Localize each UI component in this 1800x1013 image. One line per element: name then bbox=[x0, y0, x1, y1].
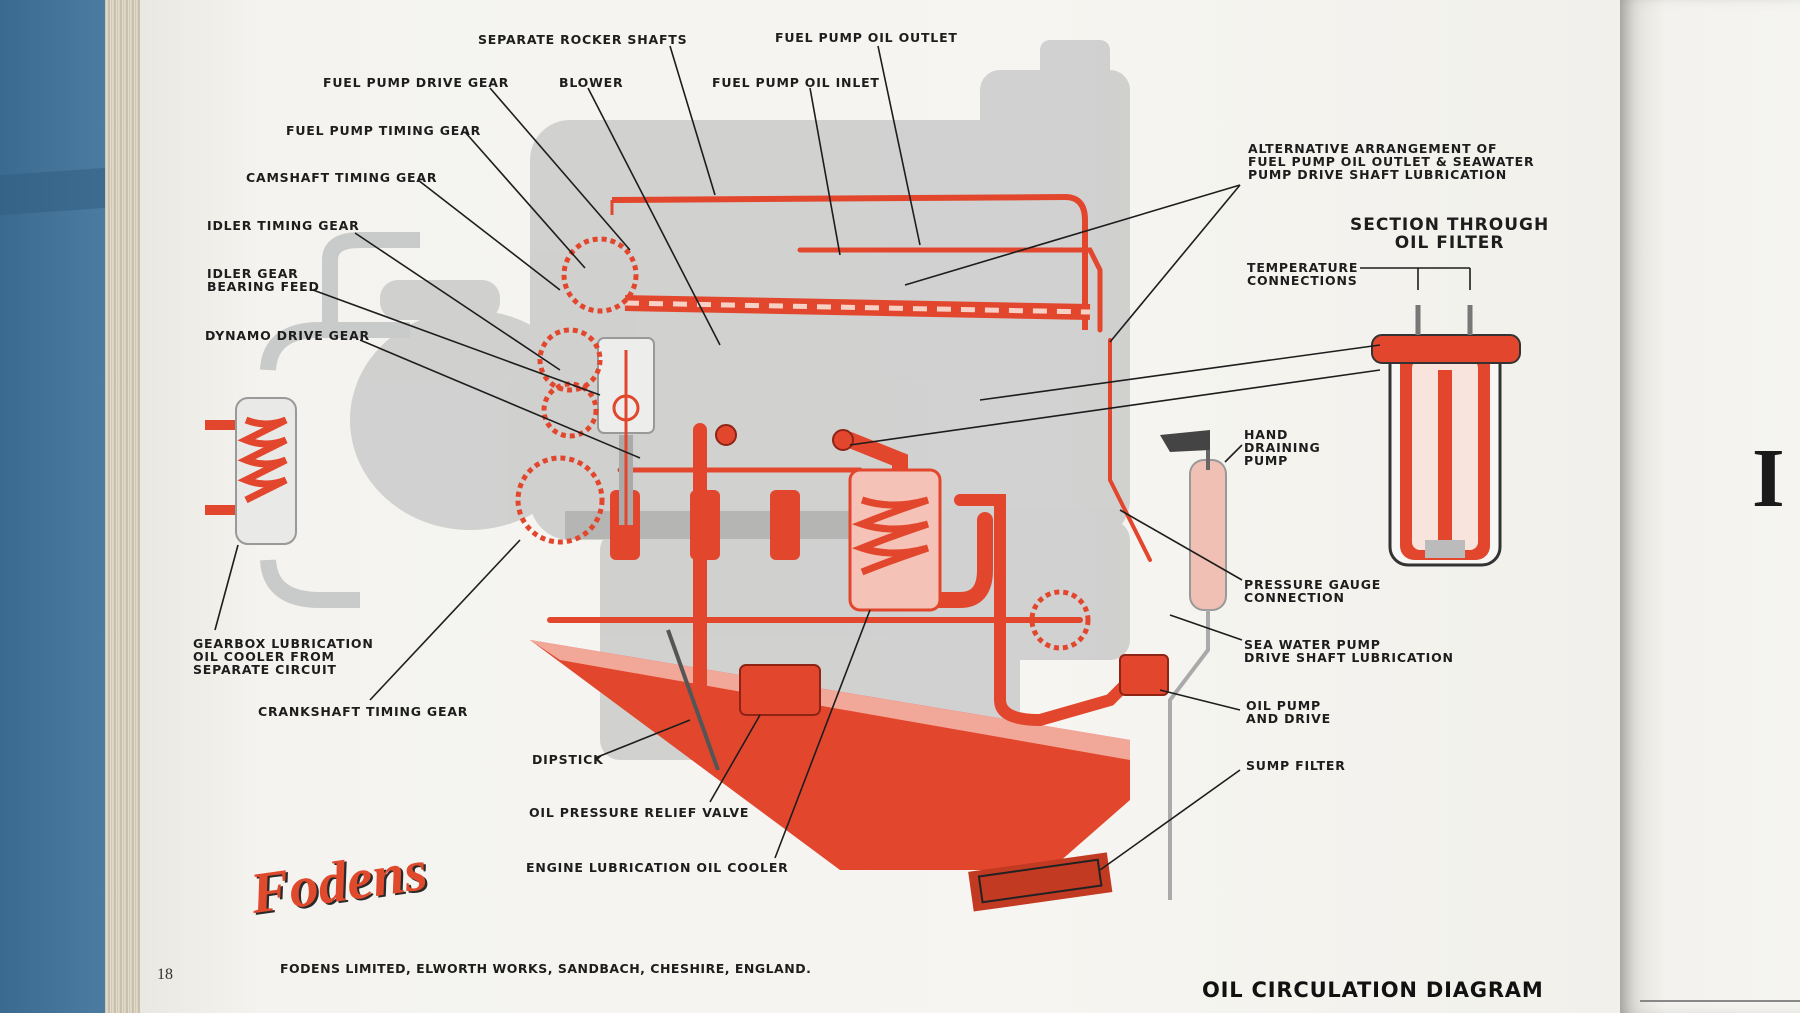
footer-address: FODENS LIMITED, ELWORTH WORKS, SANDBACH,… bbox=[280, 961, 812, 976]
piston-and-rod bbox=[597, 337, 655, 560]
label-blower: BLOWER bbox=[559, 75, 624, 90]
label-camshaft-timing-gear: CAMSHAFT TIMING GEAR bbox=[246, 170, 438, 185]
label-pressure-gauge-connection: PRESSURE GAUGE CONNECTION bbox=[1244, 577, 1382, 605]
gearbox-cooler-pipes bbox=[260, 232, 420, 608]
sump bbox=[530, 640, 1130, 912]
gearbox-oil-cooler bbox=[205, 397, 297, 545]
camshaft bbox=[624, 295, 1091, 320]
facing-page: I bbox=[1620, 0, 1800, 1013]
label-fuel-pump-oil-inlet: FUEL PUMP OIL INLET bbox=[712, 75, 880, 90]
label-sea-water-pump-drive-shaft-lubrication: SEA WATER PUMP DRIVE SHAFT LUBRICATION bbox=[1244, 637, 1454, 665]
label-temperature-connections: TEMPERATURE CONNECTIONS bbox=[1247, 260, 1359, 288]
label-idler-timing-gear: IDLER TIMING GEAR bbox=[207, 218, 360, 233]
label-crankshaft-timing-gear: CRANKSHAFT TIMING GEAR bbox=[258, 704, 469, 719]
facing-page-rule bbox=[1640, 1000, 1800, 1002]
facing-page-letter: I bbox=[1752, 432, 1785, 525]
engine-oil-cooler bbox=[848, 468, 942, 612]
label-section-through-oil-filter: SECTION THROUGH OIL FILTER bbox=[1350, 215, 1550, 253]
label-fuel-pump-oil-outlet: FUEL PUMP OIL OUTLET bbox=[775, 30, 958, 45]
label-dipstick: DIPSTICK bbox=[532, 752, 604, 767]
label-fuel-pump-timing-gear: FUEL PUMP TIMING GEAR bbox=[286, 123, 482, 138]
label-hand-draining-pump: HAND DRAINING PUMP bbox=[1244, 427, 1321, 468]
label-dynamo-drive-gear: DYNAMO DRIVE GEAR bbox=[205, 328, 370, 343]
oil-filter-section bbox=[1371, 305, 1521, 567]
diagram-caption: OIL CIRCULATION DIAGRAM bbox=[1202, 978, 1544, 1002]
label-alternative-arrangement: ALTERNATIVE ARRANGEMENT OF FUEL PUMP OIL… bbox=[1248, 141, 1535, 182]
label-separate-rocker-shafts: SEPARATE ROCKER SHAFTS bbox=[478, 32, 688, 47]
dipstick bbox=[666, 629, 720, 771]
label-fuel-pump-drive-gear: FUEL PUMP DRIVE GEAR bbox=[323, 75, 510, 90]
label-idler-gear-bearing-feed: IDLER GEAR BEARING FEED bbox=[207, 266, 320, 294]
leader-lines bbox=[214, 45, 1471, 871]
page-number: 18 bbox=[157, 966, 173, 983]
hand-draining-pump bbox=[1160, 430, 1227, 900]
oil-pump-assembly bbox=[715, 424, 1169, 716]
label-sump-filter: SUMP FILTER bbox=[1246, 758, 1346, 773]
engine-block-silhouette bbox=[350, 40, 1130, 760]
label-oil-pump-and-drive: OIL PUMP AND DRIVE bbox=[1246, 698, 1331, 726]
label-oil-pressure-relief-valve: OIL PRESSURE RELIEF VALVE bbox=[529, 805, 750, 820]
label-engine-lubrication-oil-cooler: ENGINE LUBRICATION OIL COOLER bbox=[526, 860, 789, 875]
rocker-shaft-gallery bbox=[610, 194, 1088, 330]
label-gearbox-lubrication: GEARBOX LUBRICATION OIL COOLER FROM SEPA… bbox=[193, 636, 374, 677]
